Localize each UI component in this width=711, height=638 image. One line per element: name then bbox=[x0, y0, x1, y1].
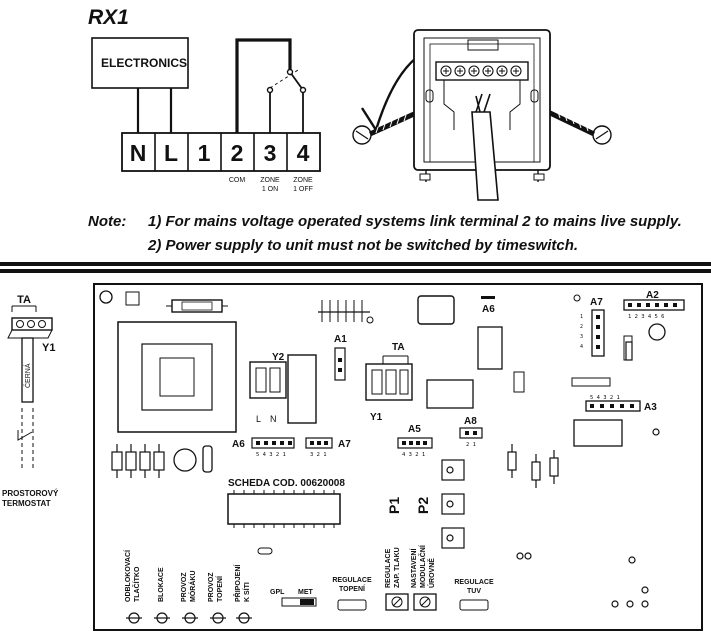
label-p2: P2 bbox=[415, 497, 431, 514]
receiver-backplate bbox=[413, 29, 551, 182]
pins-a6: 5 4 3 2 1 bbox=[256, 452, 286, 458]
transformer bbox=[117, 321, 237, 433]
pins-a5: 4 3 2 1 bbox=[402, 452, 425, 458]
label-a2: A2 bbox=[646, 290, 659, 301]
electronics-label: ELECTRONICS bbox=[101, 56, 187, 70]
fuse bbox=[166, 299, 228, 313]
relay-2 bbox=[426, 379, 474, 409]
svg-text:4: 4 bbox=[580, 344, 583, 350]
label-provoz-2: PROVOZ bbox=[208, 572, 215, 602]
label-regulace-topeni: REGULACE bbox=[332, 577, 372, 584]
opto-chips bbox=[441, 459, 465, 549]
capacitors bbox=[111, 444, 165, 478]
svg-text:3: 3 bbox=[580, 334, 583, 340]
diodes bbox=[507, 341, 633, 488]
label-zone2-a: ZONE bbox=[293, 177, 313, 184]
trimmer-p2 bbox=[413, 593, 437, 611]
label-a3: A3 bbox=[644, 402, 657, 413]
label-k-siti: K SÍTI bbox=[242, 582, 251, 602]
terminal-3: 3 bbox=[264, 140, 277, 166]
terminal-2: 2 bbox=[231, 140, 244, 166]
label-modulacni: MODULAČNÍ bbox=[418, 544, 427, 588]
check-mark-icon bbox=[360, 57, 417, 133]
note-line-1: 1) For mains voltage operated systems li… bbox=[148, 213, 682, 230]
label-met: MET bbox=[298, 589, 314, 596]
terminal-4: 4 bbox=[297, 140, 310, 166]
label-a8: A8 bbox=[464, 416, 477, 427]
label-zone2-b: 1 OFF bbox=[293, 186, 313, 193]
label-a6-top: A6 bbox=[482, 304, 495, 315]
terminal-strip: N L 1 2 3 4 bbox=[121, 132, 321, 172]
label-tuv: TUV bbox=[467, 588, 481, 595]
thermostat-ta-label: TA bbox=[17, 294, 31, 306]
label-a5: A5 bbox=[408, 424, 421, 435]
rx1-section: RX1 ELECTRONICS N L 1 2 3 4 bbox=[88, 6, 612, 201]
label-n: N bbox=[270, 414, 277, 424]
thermostat-y1-label: Y1 bbox=[42, 342, 55, 354]
label-zone1-a: ZONE bbox=[260, 177, 280, 184]
label-topeni: TOPENÍ bbox=[215, 575, 224, 602]
label-gpl: GPL bbox=[270, 589, 285, 596]
screw-left-icon bbox=[352, 111, 416, 145]
label-y1: Y1 bbox=[370, 412, 383, 423]
label-odblokovaci: ODBLOKOVACÍ bbox=[123, 549, 132, 602]
room-thermostat: TA Y1 ČERNÁ PROSTOROVÝ TERMOSTAT bbox=[2, 294, 59, 508]
label-regulace-zap: REGULACE bbox=[385, 548, 392, 588]
pins-a2: 1 2 3 4 5 6 bbox=[628, 314, 664, 320]
label-a7: A7 bbox=[338, 439, 351, 450]
label-p1: P1 bbox=[386, 497, 402, 514]
pins-a3: 5 4 3 2 1 bbox=[590, 395, 620, 401]
electronics-box bbox=[91, 37, 189, 89]
pins-a7: 3 2 1 bbox=[310, 452, 327, 458]
bottom-terminals bbox=[126, 612, 252, 624]
label-tlacitko: TLAČÍTKO bbox=[132, 566, 141, 602]
label-zap-tlaku: ZAP. TLAKU bbox=[394, 547, 401, 588]
label-a7-right: A7 bbox=[590, 297, 603, 308]
label-regulace-topeni-2: TOPENÍ bbox=[339, 584, 366, 593]
thermostat-label-1: PROSTOROVÝ bbox=[2, 489, 59, 498]
trimmer-p1 bbox=[385, 593, 409, 611]
screw-right-icon bbox=[546, 109, 612, 145]
label-moraku: MÓRÁKU bbox=[188, 571, 197, 603]
label-a1: A1 bbox=[334, 334, 347, 345]
note-label: Note: bbox=[88, 213, 126, 230]
bottom-labels: ODBLOKOVACÍ TLAČÍTKO BLOKACE PROVOZ MÓRÁ… bbox=[123, 544, 436, 602]
divider-top bbox=[0, 262, 711, 266]
rx1-wiring bbox=[136, 38, 307, 133]
microcontroller bbox=[227, 493, 341, 525]
label-zone1-b: 1 ON bbox=[262, 186, 278, 193]
label-ta: TA bbox=[392, 342, 405, 353]
label-y2: Y2 bbox=[272, 352, 285, 363]
terminal-n: N bbox=[130, 140, 147, 166]
label-regulace-tuv: REGULACE bbox=[454, 579, 494, 586]
label-com: COM bbox=[229, 177, 246, 184]
label-pripojeni: PŘIPOJENÍ bbox=[233, 564, 242, 602]
label-provoz-1: PROVOZ bbox=[181, 572, 188, 602]
resistor-array bbox=[318, 300, 374, 324]
label-a6: A6 bbox=[232, 439, 245, 450]
rx1-title: RX1 bbox=[88, 6, 129, 29]
relay-1 bbox=[477, 326, 503, 370]
label-nastaveni: NASTAVENÍ bbox=[409, 548, 418, 588]
note-line-2: 2) Power supply to unit must not be swit… bbox=[147, 237, 578, 254]
cable bbox=[471, 93, 499, 201]
label-urovne: ÚROVNĚ bbox=[427, 558, 436, 588]
control-board: A6 A7 1 2 3 4 A2 1 2 3 4 5 6 Y2 L N A1 T… bbox=[93, 283, 703, 631]
svg-text:2: 2 bbox=[580, 324, 583, 330]
pins-a8: 2 1 bbox=[466, 442, 476, 448]
scheda-code: SCHEDA COD. 00620008 bbox=[228, 478, 345, 489]
terminal-l: L bbox=[164, 140, 178, 166]
label-l: L bbox=[256, 414, 261, 424]
svg-text:1: 1 bbox=[580, 314, 583, 320]
thermostat-label-2: TERMOSTAT bbox=[2, 499, 51, 508]
test-points bbox=[516, 428, 660, 608]
divider-bottom bbox=[0, 269, 711, 273]
thermostat-wire-label: ČERNÁ bbox=[23, 363, 32, 388]
label-blokace: BLOKACE bbox=[158, 567, 165, 602]
terminal-1: 1 bbox=[198, 140, 211, 166]
